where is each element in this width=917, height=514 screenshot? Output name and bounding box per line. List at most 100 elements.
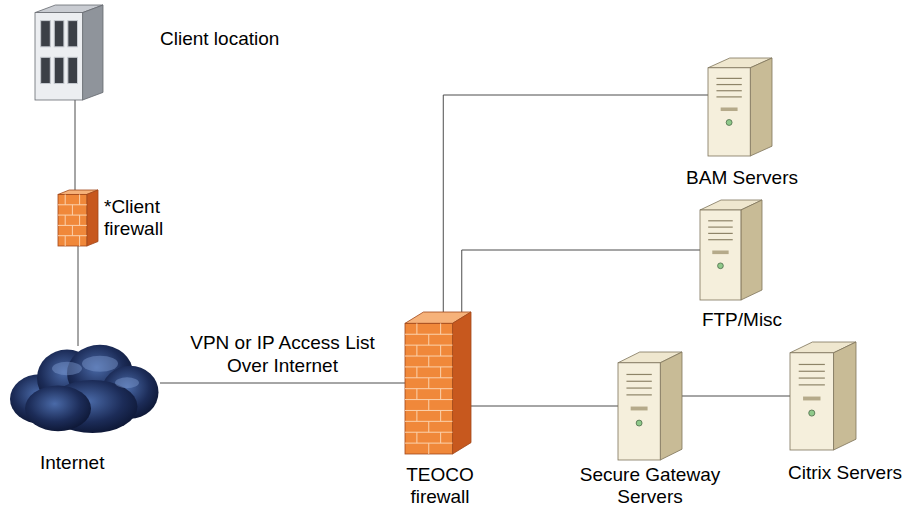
brick-joint xyxy=(416,323,417,334)
power-button xyxy=(726,120,732,126)
client-building: Client location xyxy=(35,5,103,100)
brick-joint xyxy=(79,194,80,204)
firewall-icon xyxy=(405,312,471,454)
network-link xyxy=(78,246,79,346)
internet-cloud-shape xyxy=(10,340,160,435)
drive-slot xyxy=(799,371,825,372)
brick-joint xyxy=(416,389,417,400)
brick-joint xyxy=(72,205,73,215)
drive-slot xyxy=(626,387,651,388)
bam-server-shape xyxy=(708,58,772,156)
teoco-firewall-shape xyxy=(405,312,471,454)
brick-joint xyxy=(440,389,441,400)
internet-cloud: Internet xyxy=(10,340,160,435)
building-window xyxy=(54,21,64,47)
drive-slot xyxy=(716,78,741,79)
server-icon xyxy=(708,58,772,156)
server-icon xyxy=(618,352,682,460)
brick-joint xyxy=(440,323,441,334)
brick-joint xyxy=(416,367,417,378)
brick-joint xyxy=(416,410,417,421)
brick-joint xyxy=(65,236,66,246)
brick-joint xyxy=(428,356,429,367)
drive-slot xyxy=(799,377,825,378)
brick-joint xyxy=(79,215,80,225)
server-icon xyxy=(790,342,856,450)
brick-joint xyxy=(428,334,429,345)
brick-joint xyxy=(416,345,417,356)
building-icon xyxy=(35,5,103,100)
cloud-highlight xyxy=(82,356,118,372)
network-link xyxy=(471,406,618,407)
drive-bay xyxy=(721,107,738,111)
node-label: *Client firewall xyxy=(104,196,196,240)
network-link xyxy=(443,95,708,316)
brick-joint xyxy=(428,421,429,432)
building-window xyxy=(41,21,51,47)
drive-bay xyxy=(631,407,648,411)
firewall-icon xyxy=(58,190,98,246)
citrix-server-shape xyxy=(790,342,856,450)
cloud-highlight xyxy=(115,377,139,388)
building-side xyxy=(83,5,103,100)
link-label: VPN or IP Access List Over Internet xyxy=(166,331,400,377)
bam-server: BAM Servers xyxy=(708,58,772,156)
firewall-side xyxy=(87,190,98,246)
gateway-server: Secure Gateway Servers xyxy=(618,352,682,460)
server-front xyxy=(790,353,834,450)
server-front xyxy=(618,363,660,460)
cloud-icon xyxy=(10,345,159,433)
brick-joint xyxy=(65,194,66,204)
brick-joint xyxy=(440,432,441,443)
node-label: BAM Servers xyxy=(686,167,798,189)
network-link xyxy=(75,100,76,190)
server-side xyxy=(750,58,772,156)
building-window xyxy=(68,57,78,83)
network-link xyxy=(462,250,700,316)
firewall-front xyxy=(405,323,453,454)
drive-slot xyxy=(626,394,651,395)
client-building-shape xyxy=(35,5,103,100)
gateway-server-shape xyxy=(618,352,682,460)
server-icon xyxy=(700,200,762,300)
teoco-firewall: TEOCO firewall xyxy=(405,312,471,454)
ftp-server: FTP/Misc xyxy=(700,200,762,300)
drive-bay xyxy=(712,251,728,255)
brick-joint xyxy=(428,443,429,454)
firewall-side xyxy=(453,312,471,454)
brick-joint xyxy=(416,432,417,443)
building-window xyxy=(54,57,64,83)
building-window xyxy=(68,21,78,47)
firewall-front xyxy=(58,194,87,246)
node-label: Internet xyxy=(40,452,104,474)
network-link xyxy=(160,383,405,384)
cloud-puff xyxy=(25,386,91,432)
node-label: Secure Gateway Servers xyxy=(568,464,732,508)
node-label: FTP/Misc xyxy=(702,309,782,331)
building-window xyxy=(41,57,51,83)
power-button xyxy=(636,420,642,426)
drive-slot xyxy=(716,96,741,97)
network-link xyxy=(682,396,790,397)
drive-slot xyxy=(708,227,733,228)
node-label: Client location xyxy=(160,28,279,50)
node-label: TEOCO firewall xyxy=(388,464,492,508)
citrix-server: Citrix Servers xyxy=(790,342,856,450)
server-front xyxy=(708,68,750,156)
brick-joint xyxy=(440,410,441,421)
brick-joint xyxy=(428,378,429,389)
power-button xyxy=(718,263,724,269)
brick-joint xyxy=(65,215,66,225)
brick-joint xyxy=(72,225,73,235)
brick-joint xyxy=(440,345,441,356)
node-label: Citrix Servers xyxy=(788,462,902,484)
client-firewall-shape xyxy=(58,190,98,246)
drive-slot xyxy=(799,384,825,385)
drive-bay xyxy=(803,397,820,401)
drive-slot xyxy=(799,364,825,365)
brick-joint xyxy=(79,236,80,246)
drive-slot xyxy=(708,233,733,234)
server-side xyxy=(834,342,856,450)
server-side xyxy=(741,200,762,300)
cloud-highlight xyxy=(52,362,82,376)
